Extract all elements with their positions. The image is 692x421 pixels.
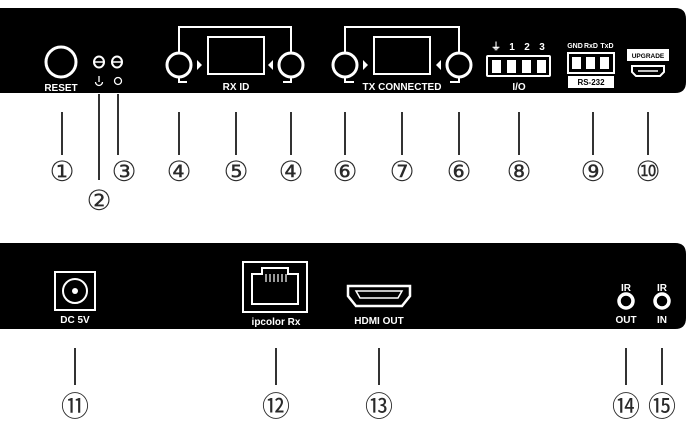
io-pin-label: 2 <box>524 42 530 53</box>
callout-12: ⑫ <box>262 390 290 421</box>
tx-connected-group: TX CONNECTED <box>331 26 473 93</box>
tx-display <box>373 36 431 75</box>
callout-6: ⑥ <box>332 155 357 188</box>
upgrade-port: UPGRADE <box>627 49 669 77</box>
rear-leader-lines <box>74 348 663 385</box>
rear-callouts: ⑪ ⑫ ⑬ ⑭ ⑮ <box>61 390 676 421</box>
front-leader-lines <box>61 94 649 180</box>
power-led <box>93 55 105 69</box>
rx-id-display <box>207 36 265 75</box>
tx-down-button <box>331 51 359 79</box>
rj45-port <box>242 261 308 313</box>
micro-usb-icon <box>631 65 665 77</box>
ir-in-top-label: IR <box>657 283 668 294</box>
tx-connected-label: TX CONNECTED <box>363 82 442 93</box>
callout-13: ⑬ <box>365 390 393 421</box>
link-led <box>111 55 123 69</box>
ir-in-bottom-label: IN <box>657 315 667 326</box>
rx-id-label: RX ID <box>223 82 250 93</box>
callout-4: ④ <box>166 155 191 188</box>
dc-label: DC 5V <box>60 315 90 326</box>
rx-id-down-button <box>165 51 193 79</box>
callout-5: ⑤ <box>223 155 248 188</box>
rx-id-up-button <box>277 51 305 79</box>
io-pin-label: 3 <box>539 42 545 53</box>
front-panel: RESET RX ID <box>0 8 686 94</box>
callout-7: ⑦ <box>389 155 414 188</box>
callout-11: ⑪ <box>61 390 89 421</box>
upgrade-label: UPGRADE <box>632 53 665 60</box>
rear-panel-body <box>0 243 686 329</box>
callout-8: ⑧ <box>506 155 531 188</box>
rear-panel: DC 5V ipcolor Rx HDMI OUT IR OUT IR <box>0 243 686 329</box>
callout-2: ② <box>86 184 111 217</box>
rs232-pin-label: RxD <box>584 43 598 50</box>
callout-1: ① <box>49 155 74 188</box>
callout-3: ③ <box>111 155 136 188</box>
ir-in-jack: IR IN <box>653 283 671 326</box>
callout-10: ⑩ <box>635 155 660 188</box>
hdmi-label: HDMI OUT <box>354 316 403 327</box>
callout-9: ⑨ <box>580 155 605 188</box>
callout-15: ⑮ <box>648 390 676 421</box>
tx-up-button <box>445 51 473 79</box>
hdmi-port <box>346 284 412 308</box>
front-callouts: ① ② ③ ④ ⑤ ④ ⑥ ⑦ ⑥ ⑧ ⑨ ⑩ <box>49 155 660 217</box>
io-label: I/O <box>512 82 526 93</box>
callout-6: ⑥ <box>446 155 471 188</box>
io-terminal: ⏚ 1 2 3 I/O <box>486 41 551 93</box>
callout-14: ⑭ <box>612 390 640 421</box>
rj45-label: ipcolor Rx <box>252 317 301 328</box>
ir-out-bottom-label: OUT <box>615 315 636 326</box>
rs232-terminal: GND RxD TxD RS-232 <box>567 43 615 88</box>
io-pin-ground-icon: ⏚ <box>491 41 501 53</box>
rs232-pin-label: GND <box>567 43 583 50</box>
rx-id-group: RX ID <box>165 26 305 93</box>
power-icon <box>94 76 104 87</box>
rs232-label: RS-232 <box>577 78 605 87</box>
io-pin-label: 1 <box>509 42 515 53</box>
reset-label: RESET <box>44 83 77 94</box>
link-icon <box>113 76 123 86</box>
dc-power-jack <box>54 271 96 311</box>
callout-4: ④ <box>278 155 303 188</box>
ir-out-top-label: IR <box>621 283 632 294</box>
reset-button <box>44 45 78 79</box>
rs232-pin-label: TxD <box>600 43 613 50</box>
ir-out-jack: IR OUT <box>615 283 636 326</box>
